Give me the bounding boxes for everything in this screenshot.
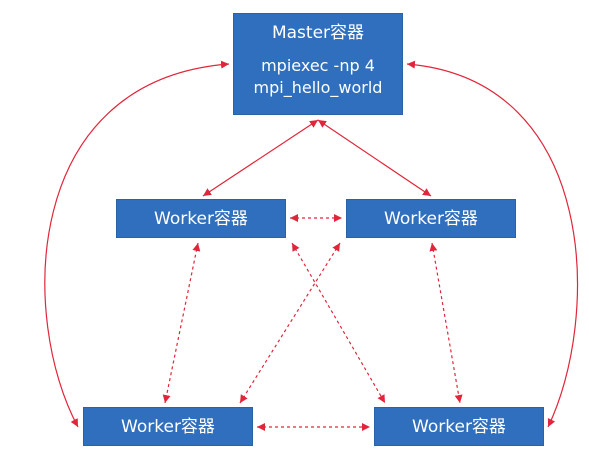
connector-worker-top-left-worker-bottom-left (162, 242, 201, 404)
master-title: Master容器 (271, 23, 365, 43)
connector-master-worker-top-right (317, 119, 432, 197)
worker-label: Worker容器 (412, 416, 506, 437)
connector-worker-top-right-worker-bottom-left (239, 242, 341, 404)
connector-worker-top-right-worker-bottom-right (429, 242, 463, 404)
worker-container-node-top-left: Worker容器 (116, 199, 286, 238)
worker-container-node-top-right: Worker容器 (346, 199, 516, 238)
connector-master-worker-top-left (202, 119, 319, 197)
connector-master-worker-bottom-left (44, 60, 230, 428)
worker-container-node-bottom-right: Worker容器 (374, 407, 544, 446)
master-command-line-1: mpiexec -np 4 (261, 56, 375, 75)
connector-master-worker-bottom-right (406, 60, 579, 428)
connector-worker-top-left-worker-bottom-right (291, 242, 386, 404)
worker-label: Worker容器 (154, 208, 248, 229)
worker-label: Worker容器 (384, 208, 478, 229)
master-container-node: Master容器 mpiexec -np 4 mpi_hello_world (233, 13, 403, 115)
worker-label: Worker容器 (121, 416, 215, 437)
worker-container-node-bottom-left: Worker容器 (83, 407, 253, 446)
master-command-line-2: mpi_hello_world (253, 78, 383, 97)
